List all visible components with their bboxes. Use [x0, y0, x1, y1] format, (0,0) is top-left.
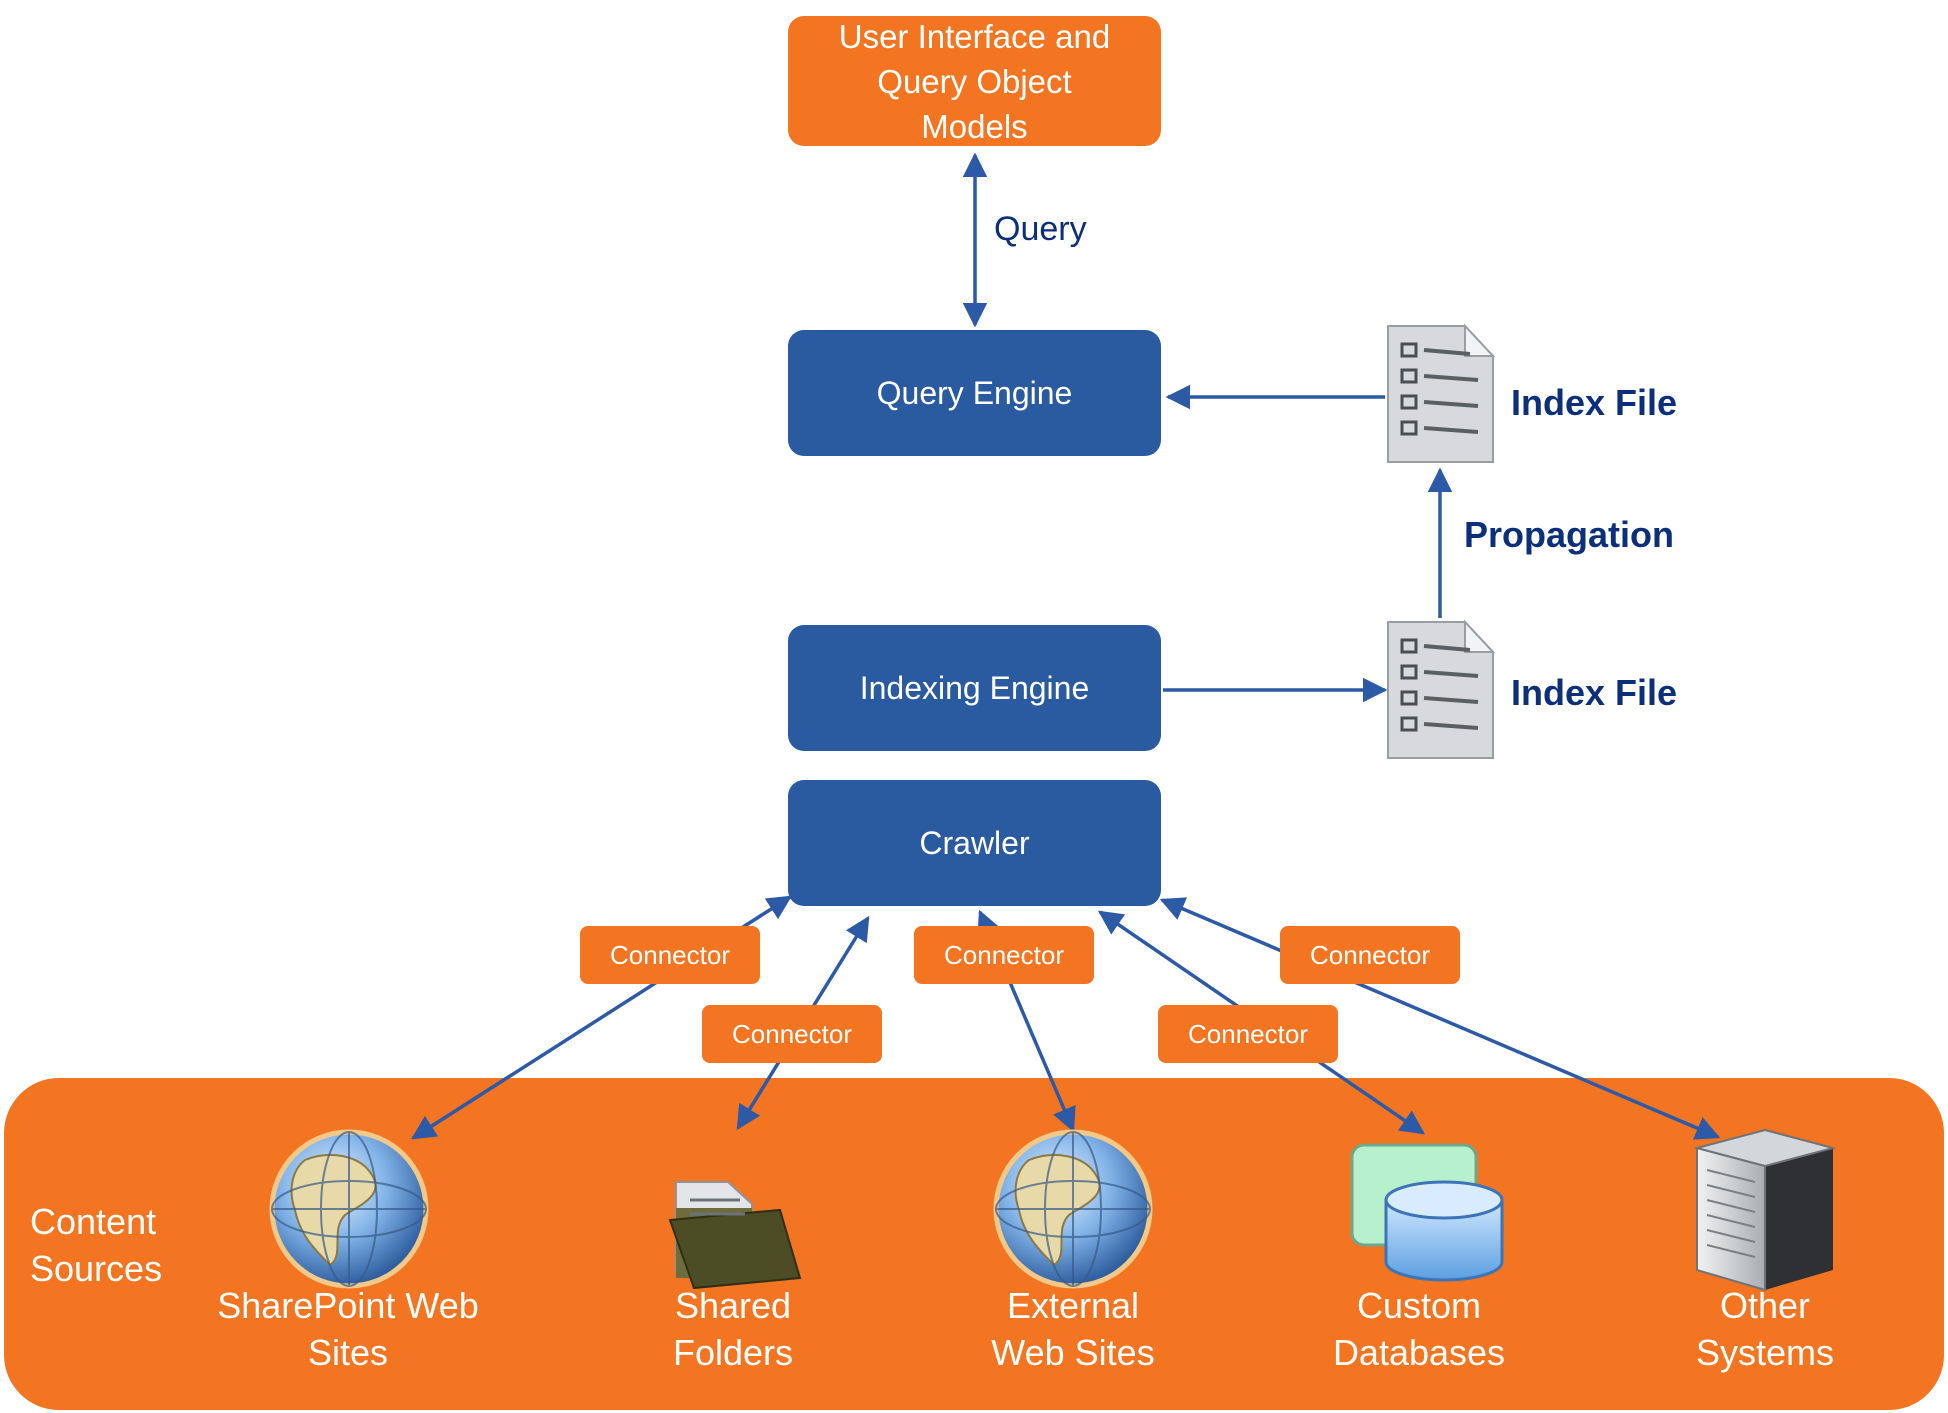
indexing-engine-label: Indexing Engine [859, 669, 1090, 706]
connector-5: Connector [1280, 926, 1460, 984]
connector-1-label: Connector [610, 939, 730, 970]
crawler-label: Crawler [919, 824, 1030, 861]
query-engine-box: Query Engine [788, 330, 1161, 456]
source-label-external-web-sites: External Web Sites [991, 1285, 1155, 1373]
crawler-box: Crawler [788, 780, 1161, 906]
index-file-label-bottom: Index File [1511, 672, 1678, 713]
connector-5-label: Connector [1310, 939, 1430, 970]
source-label-custom-databases: Custom Databases [1332, 1285, 1506, 1373]
source-label-shared-folders: Shared Folders [672, 1285, 794, 1373]
globe-icon [993, 1129, 1153, 1289]
connector-line-5 [1159, 897, 1721, 1140]
folder-icon [668, 1181, 802, 1290]
query-engine-label: Query Engine [876, 374, 1073, 411]
propagation-label: Propagation [1464, 514, 1675, 555]
connector-2-label: Connector [732, 1018, 852, 1049]
ui-object-models-box: User Interface and Query Object Models [788, 16, 1161, 146]
connector-3-label: Connector [944, 939, 1064, 970]
server-icon [1693, 1128, 1837, 1292]
indexing-engine-box: Indexing Engine [788, 625, 1161, 751]
content-sources-title: Content Sources [30, 1201, 163, 1289]
database-icon [1350, 1143, 1504, 1282]
source-label-sharepoint: SharePoint Web Sites [217, 1285, 479, 1373]
connector-1: Connector [580, 926, 760, 984]
index-file-icon-bottom [1387, 619, 1496, 759]
index-file-label-top: Index File [1511, 382, 1678, 423]
connector-4: Connector [1158, 1005, 1338, 1063]
ui-object-models-label: User Interface and Query Object Models [838, 17, 1111, 145]
connector-3: Connector [914, 926, 1094, 984]
connector-4-label: Connector [1188, 1018, 1308, 1049]
globe-icon [269, 1129, 429, 1289]
query-label: Query [994, 210, 1087, 248]
index-file-icon-top [1387, 323, 1496, 463]
source-label-other-systems: Other Systems [1695, 1285, 1835, 1373]
connector-2: Connector [702, 1005, 882, 1063]
